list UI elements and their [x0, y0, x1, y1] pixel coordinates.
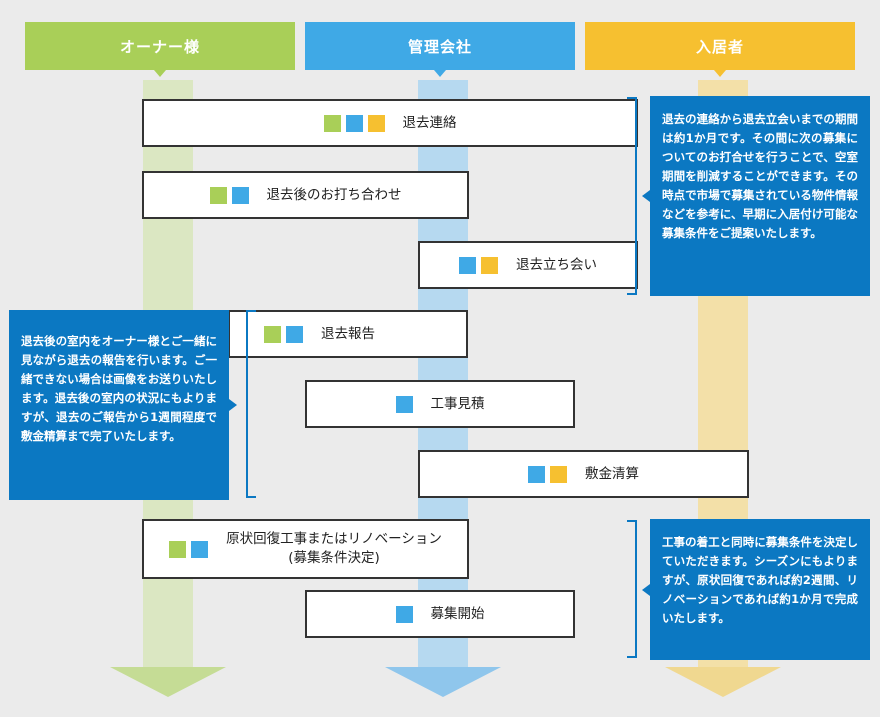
- step-marks: [395, 605, 413, 623]
- step-marks: [209, 186, 249, 204]
- tenant-marker: [367, 114, 385, 132]
- header-tenant: 入居者: [585, 22, 855, 77]
- step-deposit: 敷金清算: [418, 450, 749, 498]
- step-listing-start: 募集開始: [305, 590, 575, 638]
- management-marker: [286, 325, 303, 343]
- management-marker: [395, 605, 413, 623]
- bracket-report: [246, 310, 256, 498]
- step-label: 工事見積: [430, 395, 485, 412]
- bracket-move-out: [627, 97, 637, 295]
- step-label: 敷金清算: [585, 465, 639, 482]
- arrow-owner: [110, 667, 226, 697]
- step-estimate: 工事見積: [305, 380, 575, 428]
- arrow-tenant: [665, 667, 781, 697]
- tenant-marker: [550, 465, 567, 483]
- step-label: 退去後のお打ち合わせ: [266, 186, 402, 203]
- step-marks: [395, 395, 413, 413]
- note-move-out-period: 退去の連絡から退去立会いまでの期間は約1か月です。その間に次の募集についてのお打…: [642, 96, 870, 296]
- step-construction: 原状回復工事またはリノベーション (募集条件決定): [142, 519, 469, 579]
- header-owner: オーナー様: [25, 22, 295, 77]
- step-marks: [528, 465, 567, 483]
- note-construction: 工事の着工と同時に募集条件を決定していただきます。シーズンにもよりますが、原状回…: [642, 519, 870, 660]
- step-subtitle: (募集条件決定): [288, 550, 380, 566]
- step-meeting: 退去後のお打ち合わせ: [142, 171, 469, 219]
- owner-marker: [264, 325, 281, 343]
- management-marker: [459, 256, 476, 274]
- note-report: 退去後の室内をオーナー様とご一緒に見ながら退去の報告を行います。ご一緒できない場…: [9, 310, 237, 500]
- owner-marker: [209, 186, 227, 204]
- step-label: 退去連絡: [402, 114, 457, 131]
- step-label: 原状回復工事またはリノベーション (募集条件決定): [226, 530, 442, 568]
- arrow-management: [385, 667, 501, 697]
- step-label: 退去報告: [321, 325, 375, 342]
- step-label: 募集開始: [430, 605, 485, 622]
- step-move-out-notice: 退去連絡: [142, 99, 638, 147]
- owner-marker: [169, 540, 187, 558]
- step-marks: [264, 325, 303, 343]
- tenant-marker: [481, 256, 498, 274]
- management-marker: [191, 540, 209, 558]
- owner-marker: [323, 114, 341, 132]
- management-marker: [231, 186, 249, 204]
- step-report: 退去報告: [228, 310, 468, 358]
- management-marker: [345, 114, 363, 132]
- management-marker: [528, 465, 545, 483]
- lane-management: [418, 80, 468, 668]
- step-title: 原状回復工事またはリノベーション: [226, 531, 442, 548]
- step-inspection: 退去立ち会い: [418, 241, 638, 289]
- bracket-construction: [627, 520, 637, 658]
- step-marks: [323, 114, 385, 132]
- step-marks: [169, 540, 209, 558]
- step-label: 退去立ち会い: [516, 256, 597, 273]
- management-marker: [395, 395, 413, 413]
- step-marks: [459, 256, 498, 274]
- header-management: 管理会社: [305, 22, 575, 77]
